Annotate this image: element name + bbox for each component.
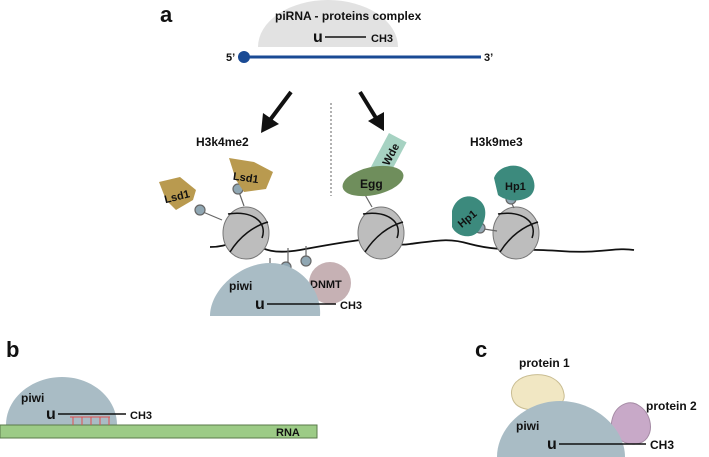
protein-2-label: protein 2 [646,399,697,413]
piwi-c-u-label: u [547,436,557,453]
five-prime-end-dot [238,51,250,63]
chromatin-fiber [209,238,635,253]
panel-letter-b: b [6,337,19,362]
dnmt-protein: DNMT [309,262,351,304]
h3k9me3-label: H3k9me3 [470,135,523,149]
pirna-complex-label: piRNA - proteins complex [275,9,422,23]
piwi-a-u-label: u [255,296,265,313]
complex-ch3-label: CH3 [371,33,393,45]
panel-b: b RNA piwi u CH3 [0,337,318,439]
hp1-right-label: Hp1 [505,181,526,193]
piwi-c-ch3-label: CH3 [650,438,674,452]
lsd1-left: Lsd1 [159,177,196,210]
nucleosome-3 [492,206,540,260]
arrow-right-shaft [358,90,378,120]
rna-label: RNA [276,427,300,439]
egg-label: Egg [360,177,383,191]
piwi-b-shape [6,377,117,425]
lsd1-right-label: Lsd1 [232,171,259,186]
five-prime-label: 5’ [226,52,235,64]
three-prime-label: 3’ [484,52,493,64]
arrow-left-head [261,113,279,133]
piwi-complex-a: piwi u CH3 [210,263,362,316]
piwi-b-label: piwi [21,391,44,405]
piwi-c-label: piwi [516,419,539,433]
piwi-a-ch3-label: CH3 [340,300,362,312]
hp1-right: Hp1 [494,165,535,201]
arrow-right-head [368,112,384,131]
protein-1-label: protein 1 [519,356,570,370]
pirna-complex-shape [258,0,398,47]
complex-u-label: u [313,29,323,46]
rna-strand [0,424,318,439]
h3k4me2-label: H3k4me2 [196,135,249,149]
panel-letter-a: a [160,2,173,27]
dnmt-label: DNMT [310,279,342,291]
piwi-b-u-label: u [46,406,56,423]
hp1-left: Hp1 [452,196,486,237]
nucleosome-1 [222,206,270,260]
base-pairing-marks [70,416,110,425]
panel-letter-c: c [475,337,487,362]
piwi-a-label: piwi [229,279,252,293]
arrow-left-shaft [268,90,293,122]
protein-1-shape [511,374,565,411]
egg-protein: Egg [342,165,404,197]
panel-c: c protein 1 protein 2 piwi u CH3 [475,337,697,457]
lsd1-right: Lsd1 [229,158,273,192]
piwi-b-ch3-label: CH3 [130,410,152,422]
nucleosome-2 [357,206,405,260]
panel-a: a piRNA - proteins complex u CH3 5’ 3’ H… [159,0,635,316]
piwi-c-shape [497,401,625,457]
